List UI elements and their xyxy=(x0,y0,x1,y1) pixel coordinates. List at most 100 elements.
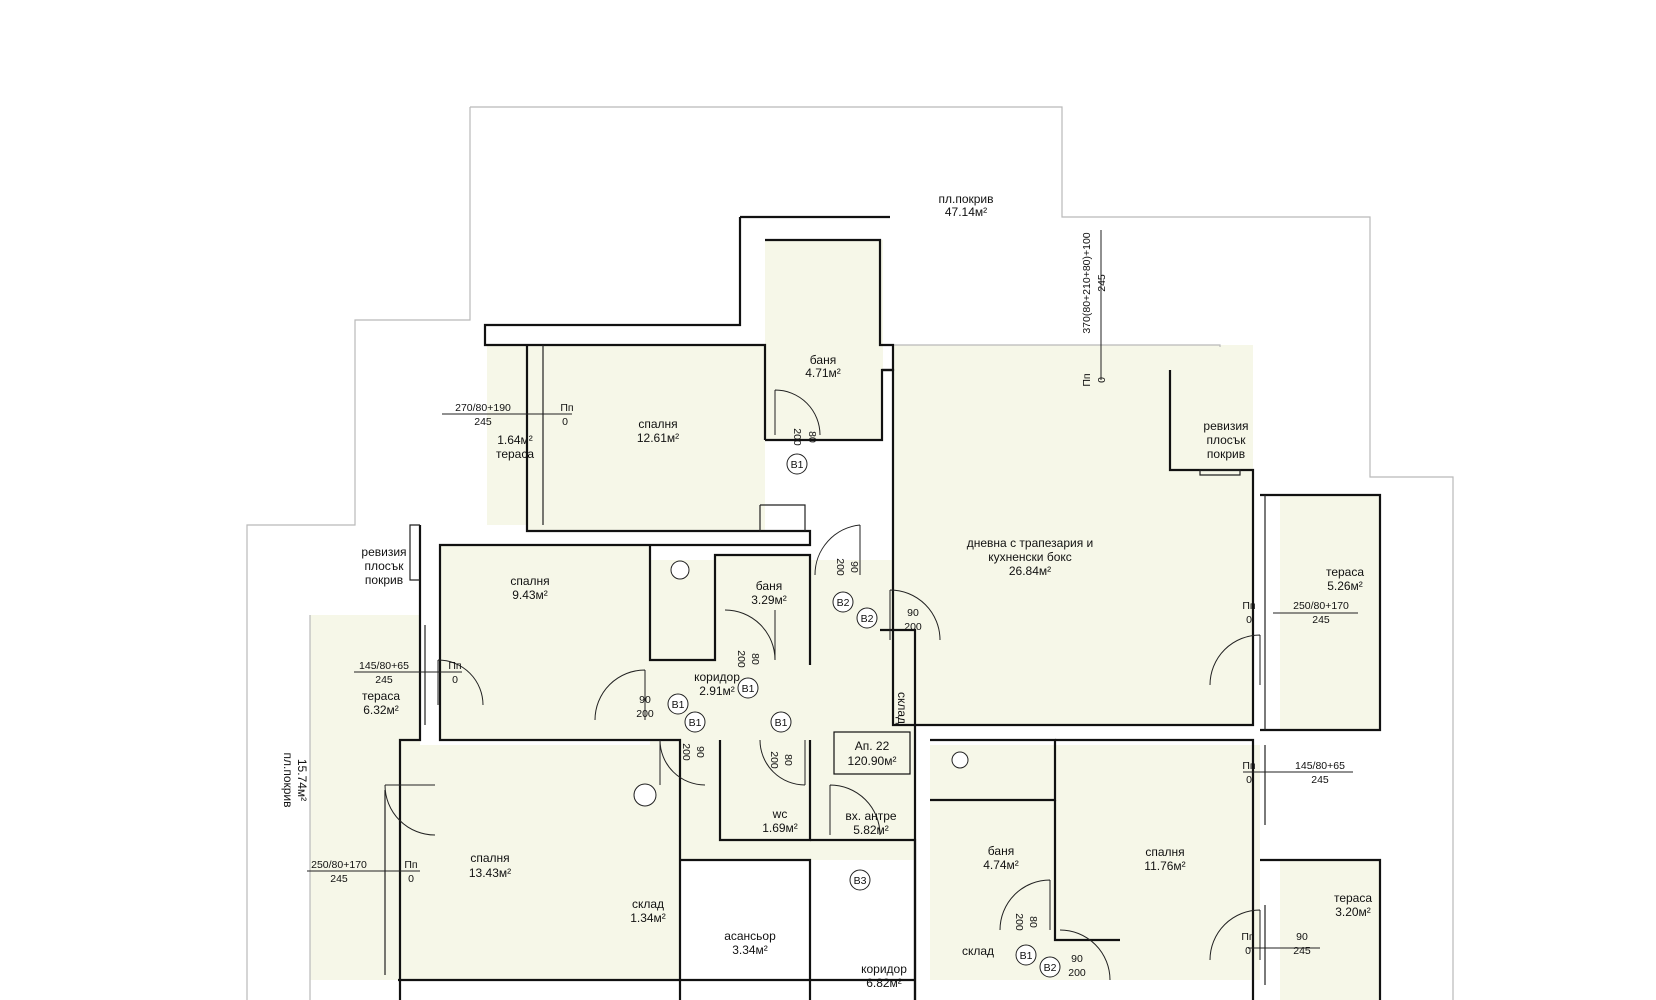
w3-c: Пп xyxy=(448,660,461,672)
corridor1-label: коридор xyxy=(694,670,740,684)
apt-box xyxy=(833,731,911,775)
w2-d: 0 xyxy=(408,873,414,885)
revision-left-3: покрив xyxy=(365,573,403,587)
door-living-h: 200 xyxy=(834,558,846,576)
top-dim-d: 0 xyxy=(1096,377,1108,383)
bath1-area: 4.71м² xyxy=(805,366,841,380)
door-bed3-w: 90 xyxy=(694,746,706,758)
apt-label: Ап. 22 xyxy=(855,739,890,753)
w4-a: 145/80+65 xyxy=(1295,760,1345,772)
storage2-label: склад xyxy=(962,944,994,958)
bed4-label: спалня xyxy=(1145,845,1184,859)
bath3-area: 4.74м² xyxy=(983,858,1019,872)
door-tags xyxy=(633,453,1061,978)
door-b2-h: 200 xyxy=(904,621,922,633)
tag-b1-b: В1 xyxy=(742,683,755,695)
inner-outline xyxy=(893,344,1221,347)
tag-b1-f: В1 xyxy=(1020,950,1033,962)
tag-b2-a: В2 xyxy=(837,597,850,609)
terrace4-area: 3.20м² xyxy=(1335,905,1371,919)
door-bed4-h: 200 xyxy=(1068,967,1086,979)
elevator-area: 3.34м² xyxy=(732,943,768,957)
entry-area: 5.82м² xyxy=(853,823,889,837)
roof-label: пл.покрив xyxy=(938,192,993,206)
wc-area: 1.69м² xyxy=(762,821,798,835)
revision-left-1: ревизия xyxy=(361,545,406,559)
door-b2-w: 90 xyxy=(907,607,919,619)
door-bath2-h: 200 xyxy=(735,650,747,668)
door-bath1-h: 200 xyxy=(791,428,803,446)
door-bed4-w: 90 xyxy=(1071,953,1083,965)
door-bath3-h: 200 xyxy=(1013,913,1025,931)
tag-b2-c: В2 xyxy=(1044,962,1057,974)
door-swings xyxy=(384,389,1261,981)
w1-d: 0 xyxy=(562,416,568,428)
bed1-area: 12.61м² xyxy=(637,431,679,445)
bath2-area: 3.29м² xyxy=(751,593,787,607)
roof-area: 47.14м² xyxy=(945,205,987,219)
w4-b: 245 xyxy=(1311,774,1329,786)
dim-lines xyxy=(307,230,1358,949)
terrace4-label: тераса xyxy=(1334,891,1372,905)
w4-d: 0 xyxy=(1246,774,1252,786)
top-dim-b: 245 xyxy=(1096,274,1108,292)
bed2-area: 9.43м² xyxy=(512,588,548,602)
revision-top-1: ревизия xyxy=(1203,419,1248,433)
roof-left-area: 15.74м² xyxy=(295,759,309,801)
tag-b1-c: В1 xyxy=(672,699,685,711)
bed4-area: 11.76м² xyxy=(1144,859,1185,873)
w2-a: 250/80+170 xyxy=(311,859,367,871)
door-bed3-h: 200 xyxy=(680,743,692,761)
bath2-label: баня xyxy=(756,579,782,593)
corridor1-area: 2.91м² xyxy=(699,684,735,698)
door-bed2-h: 200 xyxy=(636,708,654,720)
terrace3-area: 6.32м² xyxy=(363,703,399,717)
w5-d: 0 xyxy=(1246,614,1252,626)
tag-b1-e: В1 xyxy=(775,717,788,729)
entry-label: вх. антре xyxy=(845,809,897,823)
storage1-area: 1.34м² xyxy=(630,911,666,925)
storage1-label: склад xyxy=(632,897,664,911)
tag-b1-d: В1 xyxy=(689,717,702,729)
storage-v-label: склад xyxy=(895,692,909,724)
tag-b2-b: В2 xyxy=(861,613,874,625)
w3-b: 245 xyxy=(375,674,393,686)
terrace2-area: 5.26м² xyxy=(1327,579,1363,593)
w3-a: 145/80+65 xyxy=(359,660,409,672)
roof-outline xyxy=(246,106,1454,1000)
door-bath2-w: 80 xyxy=(749,653,761,665)
w6-a: 90 xyxy=(1296,931,1308,943)
labels: пл.покрив 47.14м² баня 4.71м² спалня 12.… xyxy=(281,192,1372,990)
w2-b: 245 xyxy=(330,873,348,885)
revision-left-2: плосък xyxy=(364,559,404,573)
terrace1-label: тераса xyxy=(496,447,534,461)
living-area: 26.84м² xyxy=(1009,564,1051,578)
top-dim-c: Пп xyxy=(1081,373,1093,386)
door-bath1-w: 80 xyxy=(806,431,818,443)
w6-c: Пп xyxy=(1241,931,1254,943)
revision-top-3: покрив xyxy=(1207,447,1245,461)
top-dim-a: 370(80+210+80)+100 xyxy=(1081,232,1093,333)
living-label-2: кухненски бокс xyxy=(988,550,1072,564)
bed2-label: спалня xyxy=(510,574,549,588)
bed3-label: спалня xyxy=(470,851,509,865)
w5-b: 245 xyxy=(1312,614,1330,626)
terrace1-area: 1.64м² xyxy=(497,433,533,447)
w5-a: 250/80+170 xyxy=(1293,600,1349,612)
w6-b: 245 xyxy=(1293,945,1311,957)
elevator-label: асансьор xyxy=(724,929,776,943)
room-fills xyxy=(310,240,1380,1000)
w1-c: Пп xyxy=(560,402,573,414)
door-wc-h: 200 xyxy=(768,751,780,769)
tag-b1-a: В1 xyxy=(791,459,804,471)
bed1-label: спалня xyxy=(638,417,677,431)
w2-c: Пп xyxy=(404,859,417,871)
w4-c: Пп xyxy=(1242,760,1255,772)
living-label-1: дневна с трапезария и xyxy=(967,536,1094,550)
door-bed2-w: 90 xyxy=(639,694,651,706)
bed3-area: 13.43м² xyxy=(469,866,511,880)
w5-c: Пп xyxy=(1242,600,1255,612)
w1-b: 245 xyxy=(474,416,492,428)
terrace3-label: тераса xyxy=(362,689,400,703)
w1-a: 270/80+190 xyxy=(455,402,511,414)
